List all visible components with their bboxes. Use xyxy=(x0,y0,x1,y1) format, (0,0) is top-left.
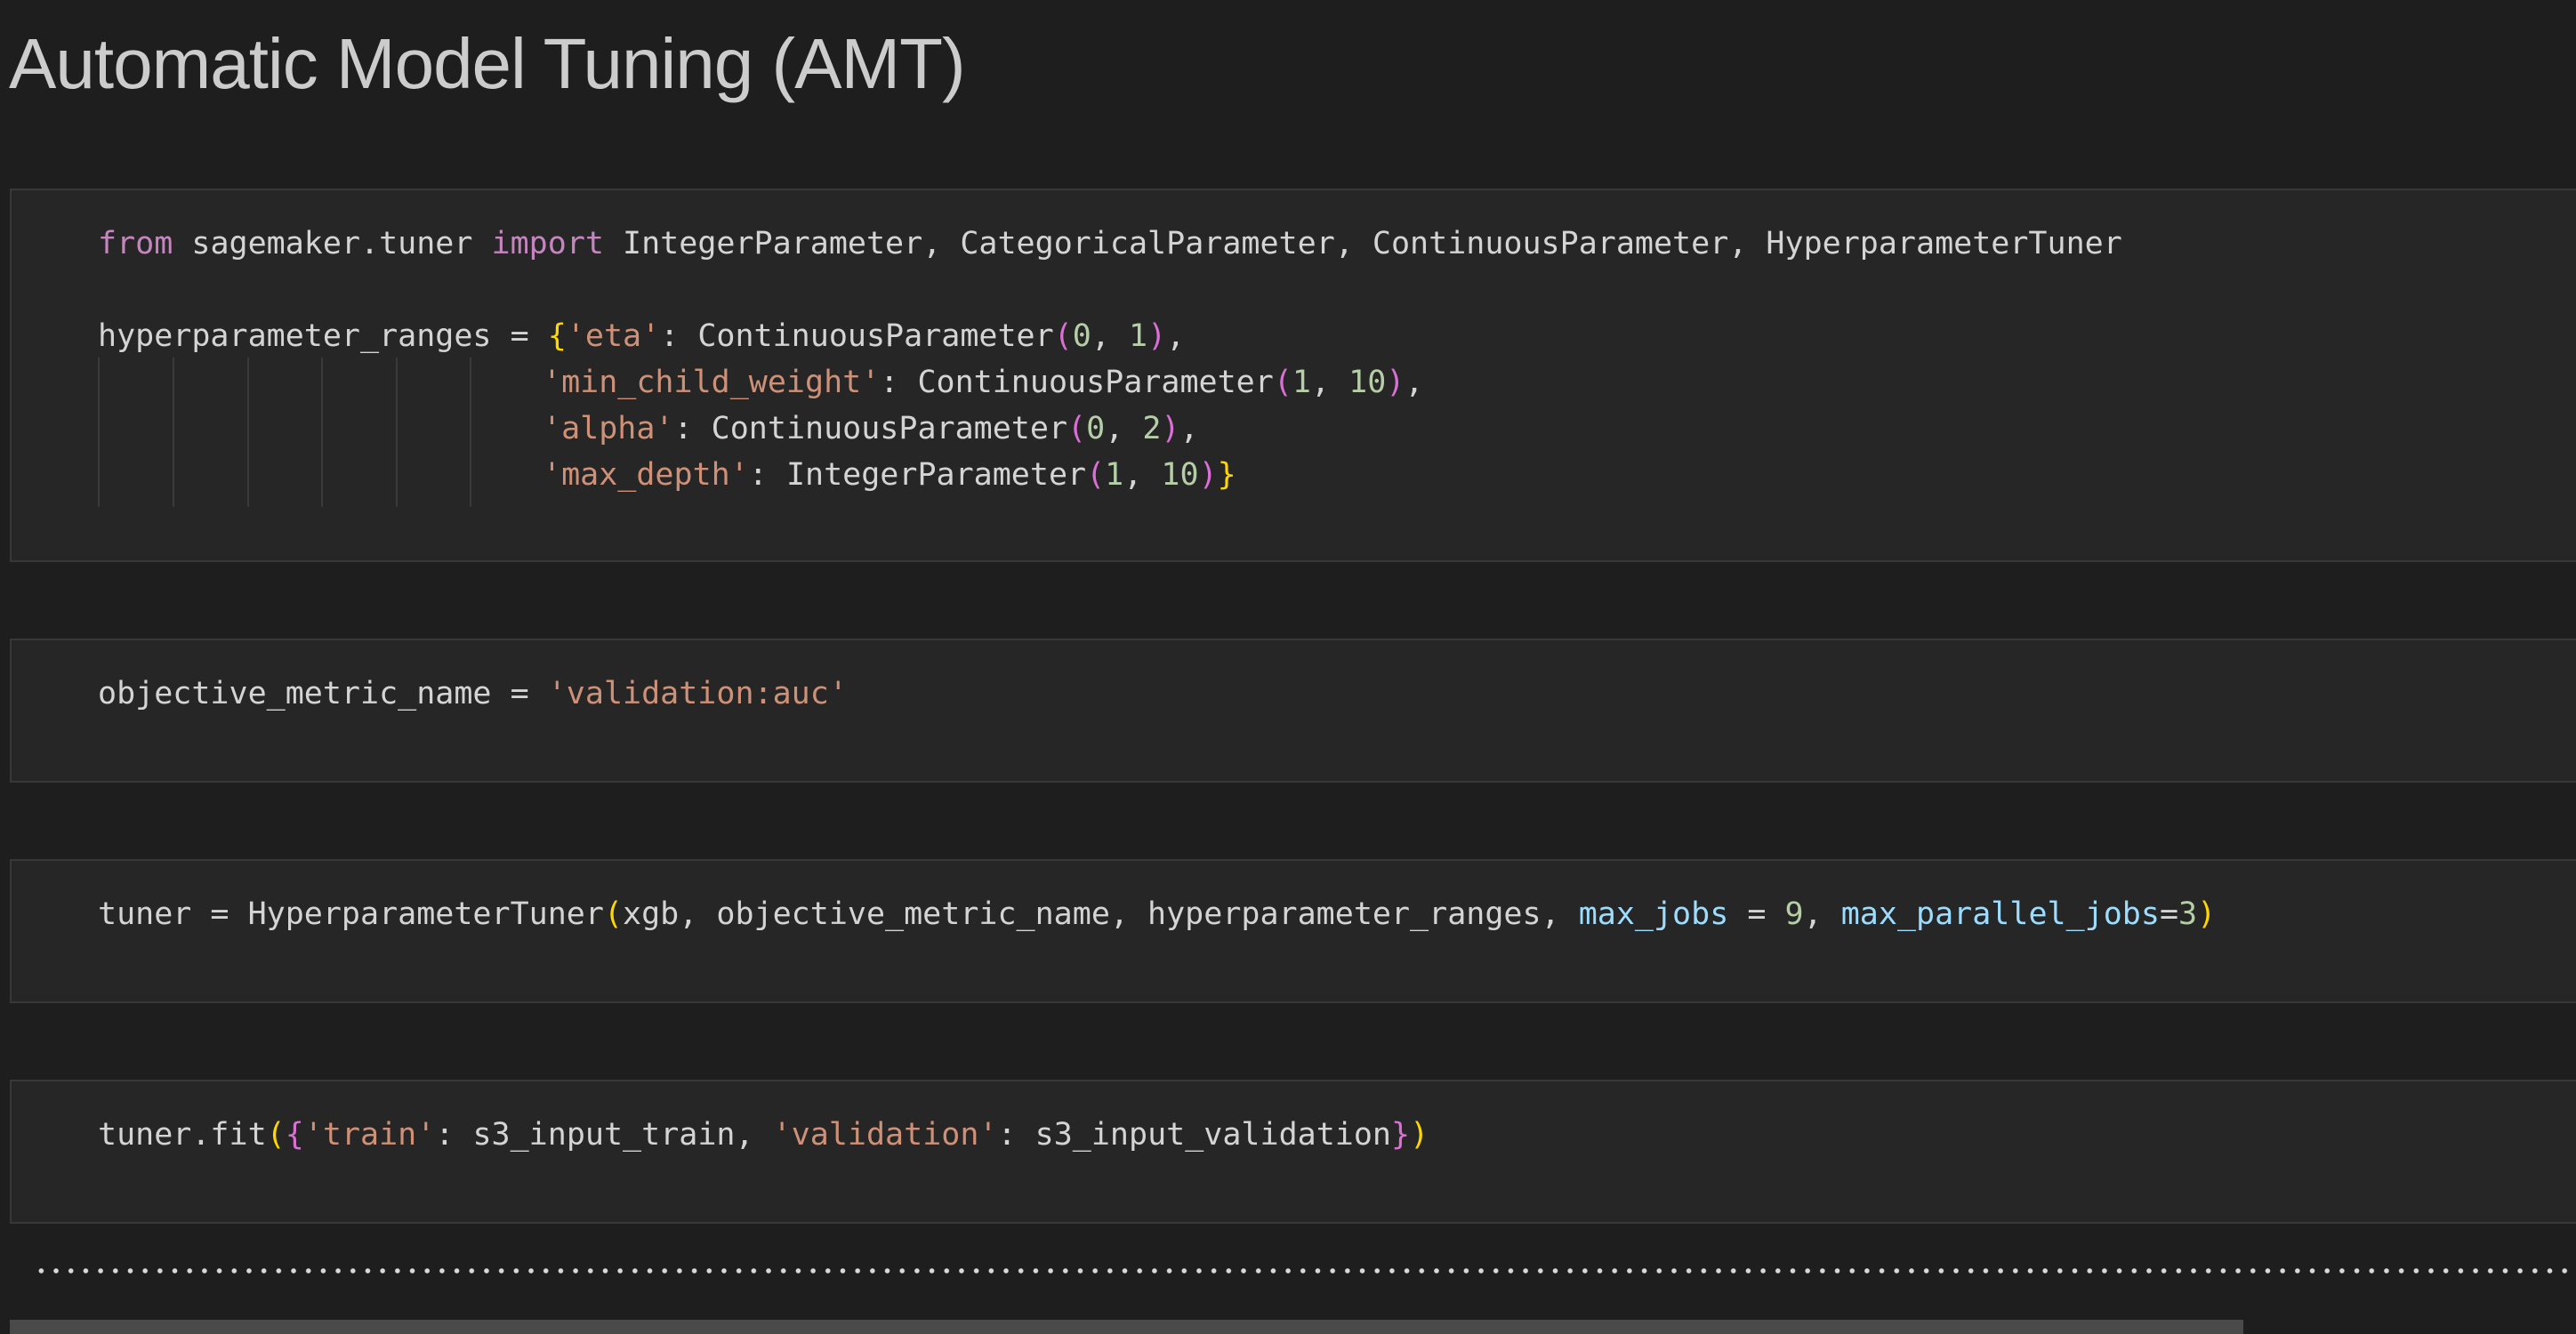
alpha-key: 'alpha' xyxy=(543,411,674,446)
indent-guide xyxy=(98,358,100,507)
train-value: : s3_input_train, xyxy=(435,1117,773,1153)
keyword-import: import xyxy=(491,226,604,261)
indent-guide xyxy=(470,358,471,507)
code-line-import: from sagemaker.tuner import IntegerParam… xyxy=(98,221,2122,267)
arg-separator: , xyxy=(1803,896,1841,932)
validation-key: 'validation' xyxy=(772,1117,998,1153)
indent-guide xyxy=(321,358,323,507)
max-depth-min: 1 xyxy=(1105,457,1124,493)
code-line-fit: tuner.fit({'train': s3_input_train, 'val… xyxy=(98,1117,1429,1153)
close-brace: } xyxy=(1217,457,1236,493)
eta-key: 'eta' xyxy=(566,318,661,354)
code-line-ranges-eta: hyperparameter_ranges = {'eta': Continuo… xyxy=(98,318,1186,354)
eta-constructor: : ContinuousParameter xyxy=(660,318,1054,354)
eta-min: 0 xyxy=(1072,318,1091,354)
progress-dots xyxy=(34,1268,2576,1274)
code-cell-tuner[interactable]: tuner = HyperparameterTuner(xgb, objecti… xyxy=(10,859,2576,1003)
max-jobs-value: 9 xyxy=(1784,896,1804,932)
code-line-ranges-alpha: 'alpha': ContinuousParameter(0, 2), xyxy=(543,411,1199,446)
code-cell-fit[interactable]: tuner.fit({'train': s3_input_train, 'val… xyxy=(10,1080,2576,1224)
max-parallel-jobs-equals: = xyxy=(2159,896,2179,932)
alpha-constructor: : ContinuousParameter xyxy=(673,411,1068,446)
min-child-weight-constructor: : ContinuousParameter xyxy=(880,365,1274,400)
keyword-from: from xyxy=(98,226,173,261)
max-jobs-equals: = xyxy=(1728,896,1785,932)
tuner-positional-args: xgb, objective_metric_name, hyperparamet… xyxy=(623,896,1579,932)
horizontal-scrollbar[interactable] xyxy=(10,1320,2243,1334)
train-key: 'train' xyxy=(303,1117,436,1153)
objective-value: 'validation:auc' xyxy=(547,676,848,711)
tuner-assignment: tuner = HyperparameterTuner xyxy=(98,896,604,932)
validation-value: : s3_input_validation xyxy=(997,1117,1392,1153)
min-child-weight-min: 1 xyxy=(1292,365,1311,400)
code-cell-objective-metric[interactable]: objective_metric_name = 'validation:auc' xyxy=(10,639,2576,783)
code-line-objective: objective_metric_name = 'validation:auc' xyxy=(98,671,848,717)
module-name: sagemaker.tuner xyxy=(173,226,492,261)
max-depth-constructor: : IntegerParameter xyxy=(748,457,1087,493)
alpha-min: 0 xyxy=(1086,411,1106,446)
open-brace: { xyxy=(547,318,567,354)
code-line-tuner: tuner = HyperparameterTuner(xgb, objecti… xyxy=(98,896,2217,932)
alpha-max: 2 xyxy=(1142,411,1162,446)
min-child-weight-max: 10 xyxy=(1348,365,1387,400)
imported-names: IntegerParameter, CategoricalParameter, … xyxy=(603,226,2122,261)
max-parallel-jobs-keyword: max_parallel_jobs xyxy=(1840,896,2160,932)
code-line-ranges-max-depth: 'max_depth': IntegerParameter(1, 10)} xyxy=(543,457,1236,493)
max-jobs-keyword: max_jobs xyxy=(1578,896,1729,932)
min-child-weight-key: 'min_child_weight' xyxy=(543,365,881,400)
cell-output-progress: ........................................… xyxy=(34,1263,2576,1277)
code-cell-hyperparameter-ranges[interactable]: from sagemaker.tuner import IntegerParam… xyxy=(10,189,2576,562)
max-depth-key: 'max_depth' xyxy=(543,457,749,493)
indent-guide xyxy=(173,358,174,507)
indent-guide xyxy=(396,358,398,507)
max-depth-max: 10 xyxy=(1161,457,1199,493)
indent-guide xyxy=(247,358,249,507)
section-heading: Automatic Model Tuning (AMT) xyxy=(9,24,966,103)
objective-variable: objective_metric_name = xyxy=(98,676,548,711)
code-line-ranges-min-child-weight: 'min_child_weight': ContinuousParameter(… xyxy=(543,365,1424,400)
ranges-variable: hyperparameter_ranges = xyxy=(98,318,548,354)
max-parallel-jobs-value: 3 xyxy=(2178,896,2198,932)
eta-max: 1 xyxy=(1129,318,1148,354)
fit-call: tuner.fit xyxy=(98,1117,267,1153)
